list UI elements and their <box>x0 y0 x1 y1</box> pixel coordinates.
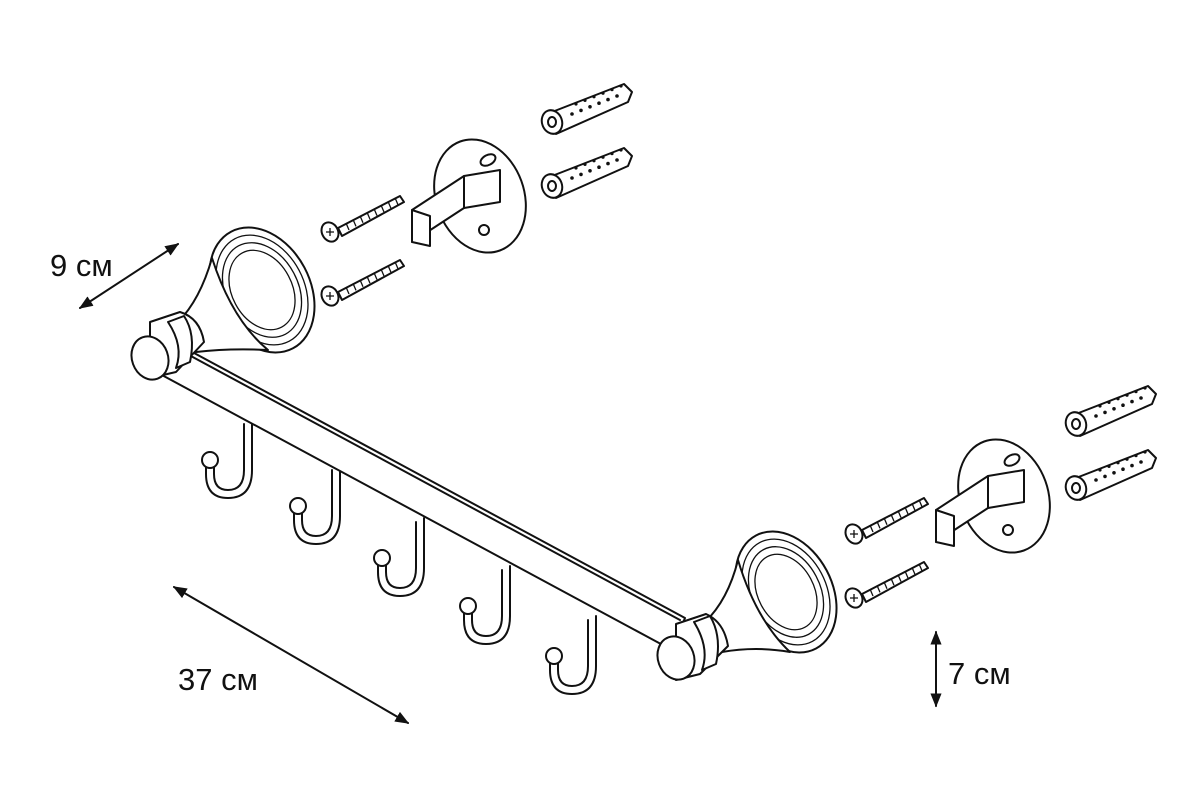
screw <box>844 497 929 545</box>
mounting-hardware <box>320 83 1157 609</box>
wall-plug <box>1064 385 1157 437</box>
hook <box>459 565 511 645</box>
wall-plug <box>540 147 633 199</box>
hook <box>545 615 597 695</box>
right-end-cap <box>656 613 729 681</box>
length-dimension-arrow <box>172 586 410 724</box>
mounting-plate <box>411 138 527 254</box>
left-end-cap <box>130 311 205 381</box>
screw <box>844 561 929 609</box>
wall-mount-kit <box>320 83 633 307</box>
right-flange <box>704 530 838 654</box>
hook <box>201 419 253 499</box>
screw <box>320 259 405 307</box>
hooks-group <box>201 419 597 695</box>
rail-bar <box>159 339 686 651</box>
height-dimension-label: 7 см <box>948 656 1011 691</box>
wall-plug <box>1064 449 1157 501</box>
hook <box>373 517 425 597</box>
mounting-plate <box>935 438 1051 554</box>
wall-mount-kit <box>844 385 1157 609</box>
length-dimension-label: 37 см <box>178 662 258 697</box>
depth-dimension-arrow <box>78 243 180 309</box>
depth-dimension-label: 9 см <box>50 248 113 283</box>
hook <box>289 465 341 545</box>
screw <box>320 195 405 243</box>
left-flange <box>177 226 316 354</box>
wall-plug <box>540 83 633 135</box>
